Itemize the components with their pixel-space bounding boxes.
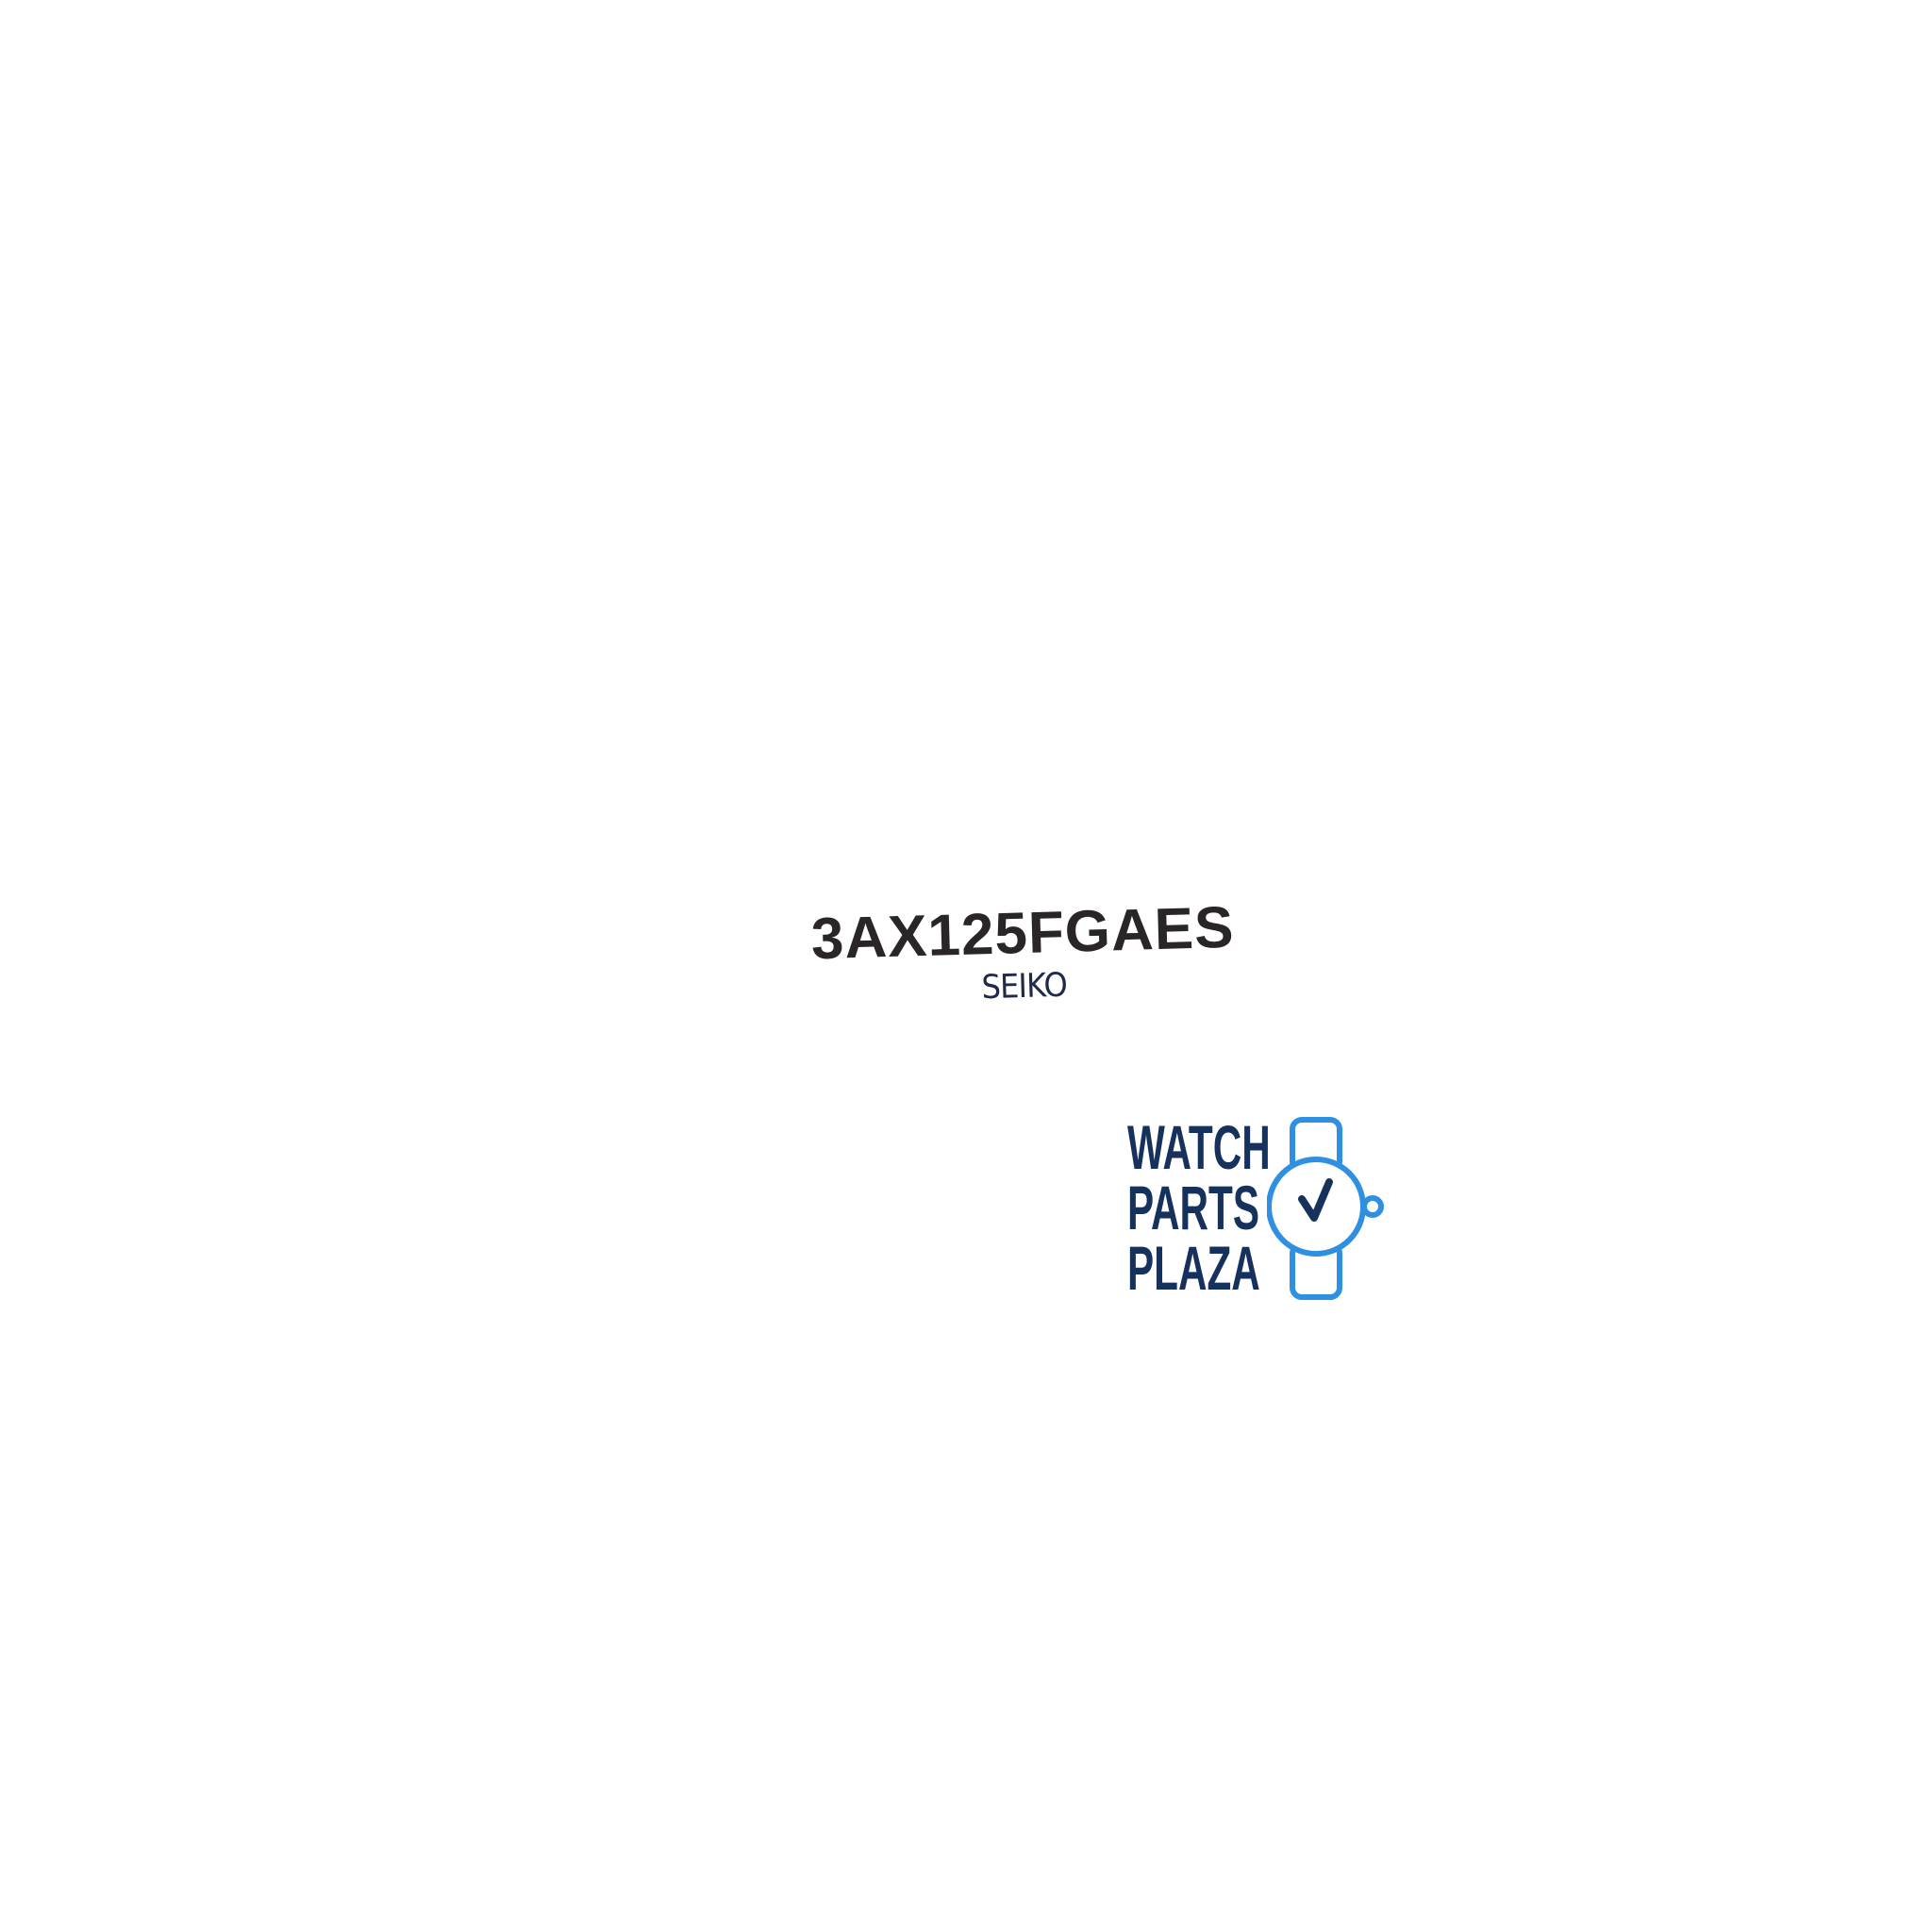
logo-line-parts: PARTS <box>1127 1173 1260 1242</box>
watch-parts-plaza-logo: WATCH PARTS PLAZA <box>1127 1116 1391 1305</box>
part-label: 3AX125FGAES SEIKO <box>800 894 1246 1029</box>
watch-check-icon <box>1267 1117 1384 1300</box>
logo-line-plaza: PLAZA <box>1127 1233 1260 1303</box>
logo-line-watch: WATCH <box>1127 1112 1271 1182</box>
part-number: 3AX125FGAES <box>809 894 1236 973</box>
logo-wordmark: WATCH PARTS PLAZA <box>1127 1116 1278 1305</box>
